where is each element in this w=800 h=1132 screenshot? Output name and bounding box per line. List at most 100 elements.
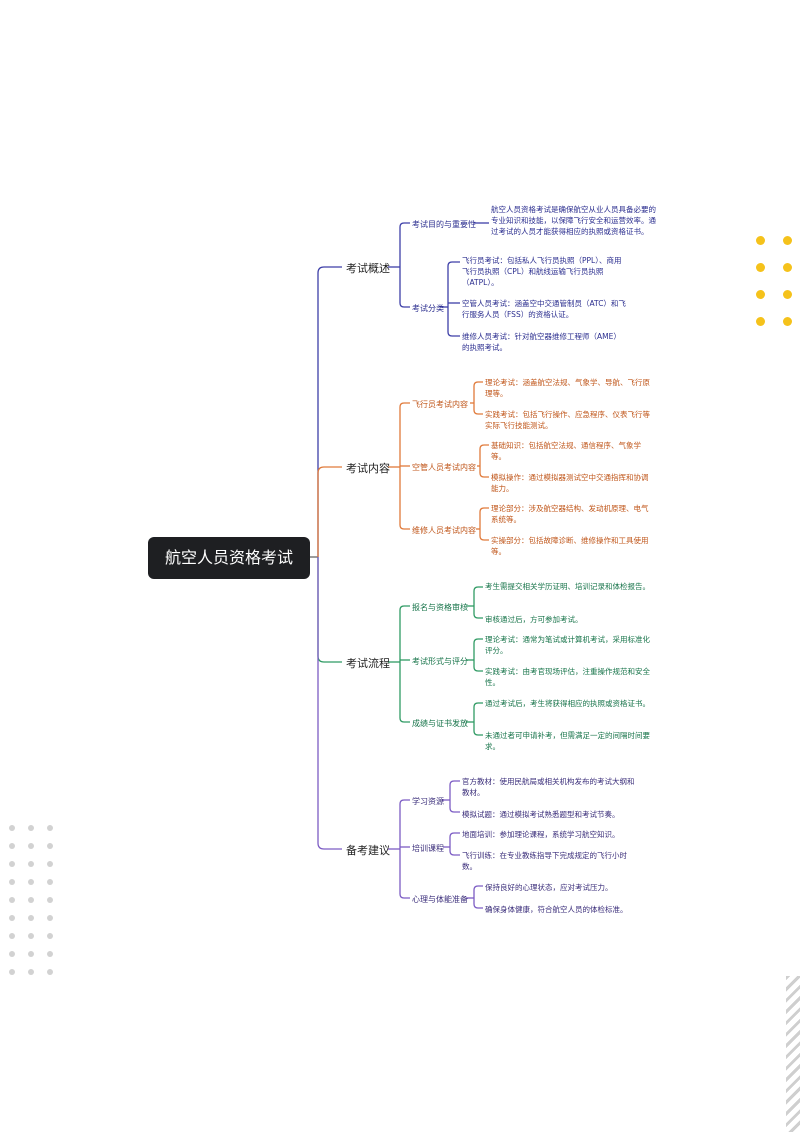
- grey-dot: [28, 879, 34, 885]
- branch-1-bracket-tick: [399, 222, 410, 228]
- root-node[interactable]: 航空人员资格考试: [148, 537, 310, 579]
- leaf-pilot-theory: 理论考试：涵盖航空法规、气象学、导航、飞行原理等。: [485, 378, 650, 398]
- grey-dot: [28, 861, 34, 867]
- leaf-physical-health: 确保身体健康，符合航空人员的体检标准。: [485, 905, 628, 914]
- sub-bracket-tick: [447, 261, 460, 267]
- sub-bracket-tick: [473, 702, 483, 708]
- yellow-dot: [756, 236, 765, 245]
- sub-bracket-tick: [473, 730, 483, 736]
- stripe-decoration: [786, 976, 800, 1132]
- grey-dot: [47, 897, 53, 903]
- leaf-results-pass: 通过考试后，考生将获得相应的执照或资格证书。: [485, 699, 650, 708]
- leaf-registration-docs: 考生需提交相关学历证明、培训记录和体检报告。: [485, 582, 650, 591]
- leaf-pilot-practice: 实践考试：包括飞行操作、应急程序、仪表飞行等实际飞行技能测试。: [485, 410, 650, 430]
- sub-bracket-tick: [479, 444, 489, 450]
- branch-3-bracket-tick: [399, 605, 410, 611]
- leaf-ground-training: 地面培训：参加理论课程，系统学习航空知识。: [462, 830, 620, 839]
- sub-bracket-tick: [473, 666, 483, 672]
- branch-3-bracket-tick: [399, 717, 410, 723]
- sub-pilot-content[interactable]: 飞行员考试内容: [412, 400, 468, 409]
- yellow-dot: [783, 236, 792, 245]
- yellow-dot: [756, 290, 765, 299]
- grey-dot: [47, 825, 53, 831]
- grey-dot: [28, 897, 34, 903]
- leaf-official-materials: 官方教材：使用民航局或相关机构发布的考试大纲和教材。: [462, 777, 635, 797]
- grey-dot: [9, 897, 15, 903]
- leaf-ame-practice: 实操部分：包括故障诊断、维修操作和工具使用等。: [491, 536, 649, 556]
- grey-dot: [9, 933, 15, 939]
- root-to-branch-2: [317, 466, 342, 557]
- grey-dot: [28, 951, 34, 957]
- sub-study-resources[interactable]: 学习资源: [412, 797, 444, 806]
- branch-preparation[interactable]: 备考建议: [346, 844, 390, 857]
- leaf-atc-basics: 基础知识：包括航空法规、通信程序、气象学等。: [491, 441, 641, 461]
- grey-dot: [47, 951, 53, 957]
- branch-2-bracket-tick: [399, 524, 410, 530]
- leaf-results-retake: 未通过者可申请补考，但需满足一定的间隔时间要求。: [485, 731, 650, 751]
- sub-bracket-tick: [473, 409, 483, 415]
- sub-registration[interactable]: 报名与资格审核: [412, 603, 468, 612]
- grey-dot: [9, 879, 15, 885]
- branch-process[interactable]: 考试流程: [346, 657, 390, 670]
- grey-dot: [9, 951, 15, 957]
- grey-dot: [28, 969, 34, 975]
- sub-bracket-tick: [473, 586, 483, 592]
- sub-bracket-tick: [473, 885, 483, 891]
- leaf-mental-state: 保持良好的心理状态，应对考试压力。: [485, 883, 613, 892]
- grey-dot: [9, 915, 15, 921]
- sub-bracket-tick: [479, 472, 489, 478]
- branch-overview[interactable]: 考试概述: [346, 262, 390, 275]
- sub-bracket-tick: [449, 807, 460, 813]
- yellow-dot: [783, 317, 792, 326]
- sub-bracket-tick: [473, 903, 483, 909]
- grey-dot: [28, 915, 34, 921]
- sub-results[interactable]: 成绩与证书发放: [412, 719, 468, 728]
- grey-dot: [28, 933, 34, 939]
- grey-dot: [9, 825, 15, 831]
- yellow-dot: [756, 263, 765, 272]
- sub-atc-content[interactable]: 空管人员考试内容: [412, 463, 476, 472]
- grey-dot: [47, 879, 53, 885]
- leaf-atc-exam: 空管人员考试：涵盖空中交通管制员（ATC）和飞行服务人员（FSS）的资格认证。: [462, 299, 626, 319]
- leaf-ame-theory: 理论部分：涉及航空器结构、发动机原理、电气系统等。: [491, 504, 649, 524]
- grey-dot: [28, 825, 34, 831]
- grey-dot: [9, 843, 15, 849]
- leaf-exam-purpose: 航空人员资格考试是确保航空从业人员具备必要的专业知识和技能，以保障飞行安全和运营…: [491, 205, 656, 236]
- leaf-atc-simulation: 模拟操作：通过模拟器测试空中交通指挥和协调能力。: [491, 473, 649, 493]
- leaf-mock-tests: 模拟试题：通过模拟考试熟悉题型和考试节奏。: [462, 810, 620, 819]
- yellow-dot: [756, 317, 765, 326]
- sub-bracket-tick: [473, 638, 483, 644]
- sub-bracket-tick: [479, 507, 489, 513]
- branch-4-bracket-tick: [399, 893, 410, 899]
- grey-dot: [28, 843, 34, 849]
- sub-exam-purpose[interactable]: 考试目的与重要性: [412, 220, 476, 229]
- grey-dot: [9, 969, 15, 975]
- yellow-dot: [783, 290, 792, 299]
- grey-dot: [9, 861, 15, 867]
- sub-training-courses[interactable]: 培训课程: [412, 844, 444, 853]
- branch-1-bracket-tick: [399, 302, 410, 308]
- grey-dot: [47, 969, 53, 975]
- leaf-pilot-exam: 飞行员考试：包括私人飞行员执照（PPL）、商用飞行员执照（CPL）和航线运输飞行…: [462, 256, 622, 287]
- branch-content[interactable]: 考试内容: [346, 462, 390, 475]
- leaf-registration-approval: 审核通过后，方可参加考试。: [485, 615, 583, 624]
- sub-bracket-tick: [449, 832, 460, 838]
- sub-bracket-tick: [473, 381, 483, 387]
- sub-ame-content[interactable]: 维修人员考试内容: [412, 526, 476, 535]
- sub-bracket-tick: [449, 850, 460, 856]
- sub-bracket-tick: [449, 780, 460, 786]
- sub-mental-physical[interactable]: 心理与体能准备: [412, 895, 468, 904]
- sub-bracket-tick: [447, 331, 460, 337]
- leaf-format-theory: 理论考试：通常为笔试或计算机考试，采用标准化评分。: [485, 635, 650, 655]
- sub-exam-categories[interactable]: 考试分类: [412, 304, 444, 313]
- branch-4-bracket-tick: [399, 799, 410, 805]
- sub-bracket-tick: [479, 535, 489, 541]
- root-to-branch-3: [317, 557, 342, 663]
- grey-dot: [47, 933, 53, 939]
- sub-exam-format[interactable]: 考试形式与评分: [412, 657, 468, 666]
- grey-dot: [47, 843, 53, 849]
- root-to-branch-1: [317, 266, 342, 557]
- leaf-ame-exam: 维修人员考试：针对航空器维修工程师（AME）的执照考试。: [462, 332, 621, 352]
- yellow-dot: [783, 263, 792, 272]
